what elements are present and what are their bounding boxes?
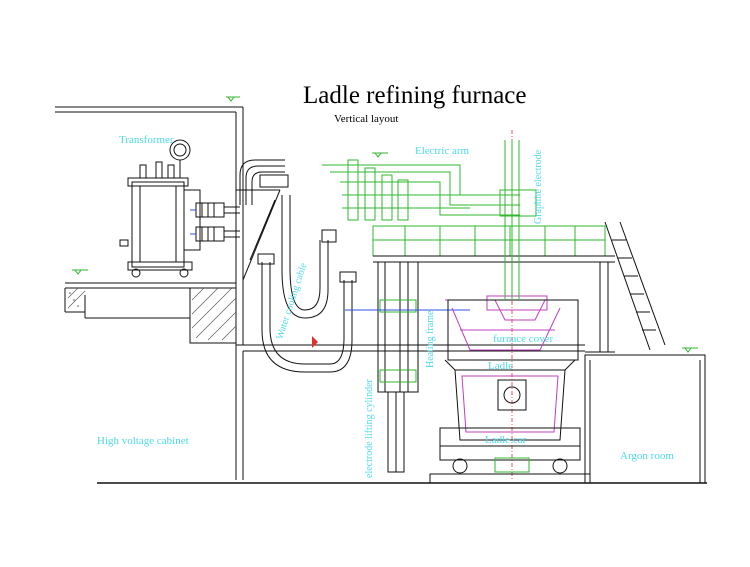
label-electrode-lifting-cylinder: electrode lifting cylinder	[364, 378, 375, 478]
label-electric-arm: Electric arm	[415, 145, 469, 157]
heating-frame	[345, 261, 470, 473]
electric-arm	[322, 159, 537, 221]
label-water-cooling-cable: Water cooling cable	[274, 261, 309, 341]
ground-hatching	[67, 287, 237, 341]
working-platform	[372, 221, 666, 353]
label-graphite-electrode: Graphite electrode	[533, 149, 544, 224]
diagram-title: Ladle refining furnace	[303, 82, 527, 109]
ladle-car	[429, 427, 591, 484]
short-network	[236, 159, 357, 373]
diagram-subtitle: Vertical layout	[334, 113, 398, 125]
building-structure	[55, 106, 707, 484]
ladle	[444, 359, 576, 441]
label-furnace-cover: furnace cover	[493, 333, 553, 345]
label-high-voltage-cabinet: High voltage cabinet	[97, 435, 189, 447]
label-ladle-car: Ladle car	[485, 434, 527, 446]
level-markers	[72, 96, 698, 353]
label-argon-room: Argon room	[620, 450, 674, 462]
label-ladle: Ladle	[488, 360, 513, 372]
graphite-electrode	[504, 140, 520, 300]
furnace-cover	[445, 130, 579, 480]
label-heating-frame: Heating frame	[425, 310, 436, 368]
label-transformer: Transformer	[119, 134, 174, 146]
transformer	[119, 139, 240, 278]
